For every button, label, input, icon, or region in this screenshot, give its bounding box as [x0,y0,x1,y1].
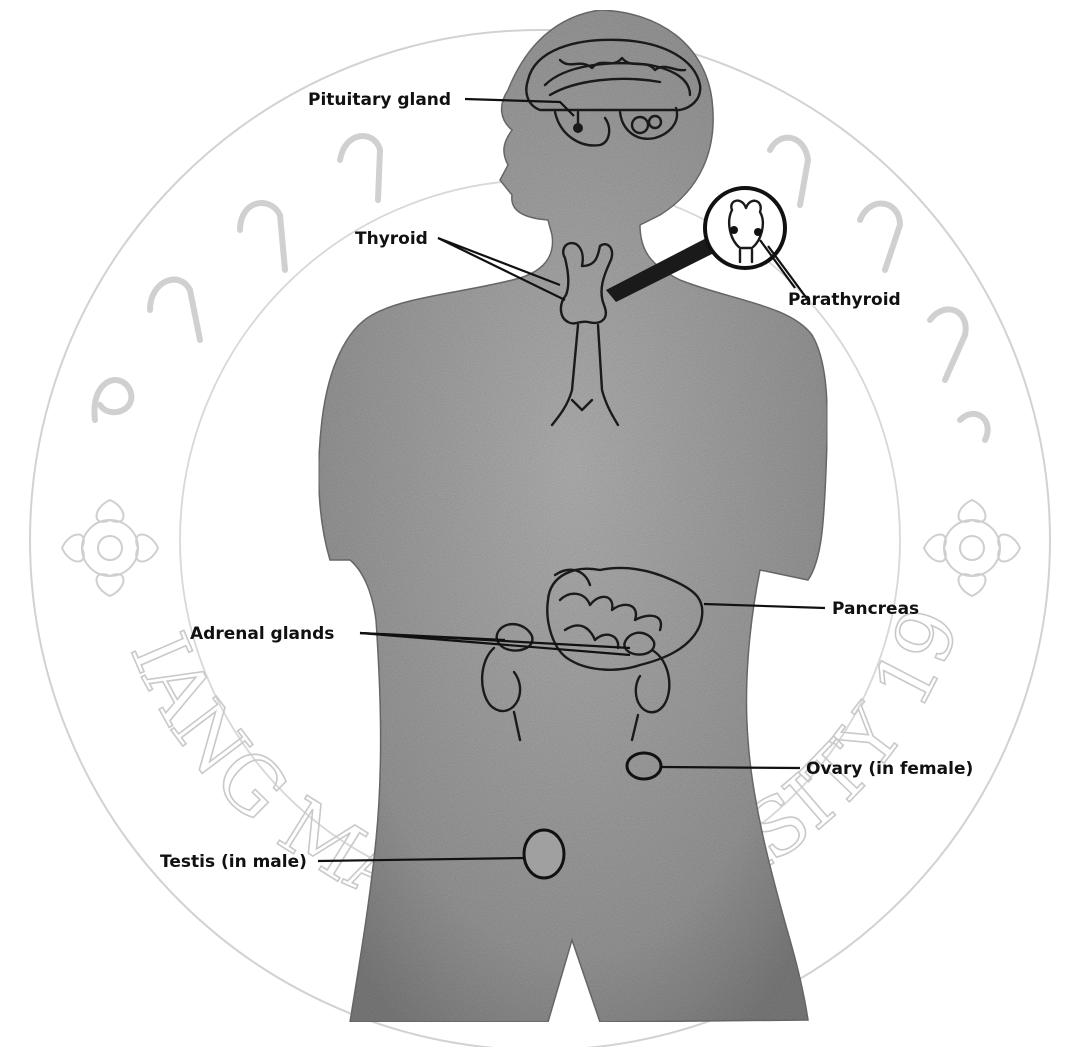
label-pituitary: Pituitary gland [308,90,451,110]
label-testis: Testis (in male) [160,852,307,872]
body-silhouette [319,10,828,1022]
watermark-flower-left-icon [62,500,158,596]
label-pancreas: Pancreas [832,599,919,619]
label-parathyroid: Parathyroid [788,290,901,310]
watermark-flower-right-icon [924,500,1020,596]
label-adrenal: Adrenal glands [190,624,334,644]
testis [524,830,564,878]
label-thyroid: Thyroid [355,229,428,249]
label-ovary: Ovary (in female) [806,759,973,779]
